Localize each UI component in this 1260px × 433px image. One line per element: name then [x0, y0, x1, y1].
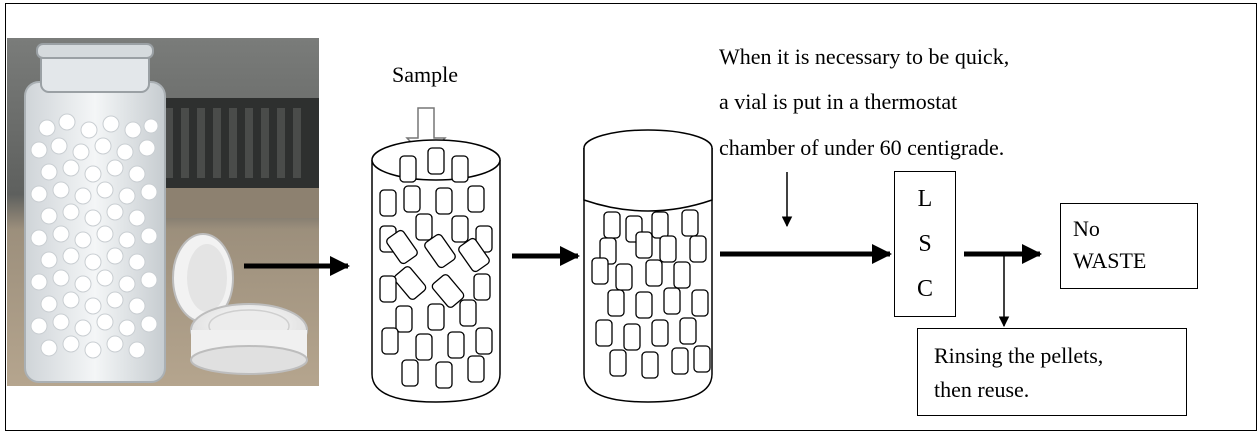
pellets-vial-2	[591, 209, 711, 379]
lsc-box: L S C	[894, 171, 956, 317]
no-waste-box: No WASTE	[1060, 203, 1198, 289]
pellets-vial-1	[379, 147, 493, 389]
vial-photo	[7, 38, 319, 386]
rinse-line-1: Rinsing the pellets,	[934, 343, 1104, 368]
note-line-2: a vial is put in a thermostat	[719, 89, 958, 114]
no-waste-line-1: No	[1073, 216, 1100, 241]
lsc-letter-c: C	[916, 276, 933, 302]
rinse-box: Rinsing the pellets, then reuse.	[917, 328, 1187, 416]
lsc-letter-l: L	[917, 186, 933, 212]
no-waste-line-2: WASTE	[1073, 248, 1147, 273]
lsc-letter-s: S	[918, 231, 932, 257]
rinse-line-2: then reuse.	[934, 377, 1030, 402]
note-line-3: chamber of under 60 centigrade.	[719, 135, 1005, 160]
sample-label: Sample	[392, 62, 458, 87]
diagram-frame	[5, 3, 1257, 431]
note-line-1: When it is necessary to be quick,	[719, 44, 1010, 69]
